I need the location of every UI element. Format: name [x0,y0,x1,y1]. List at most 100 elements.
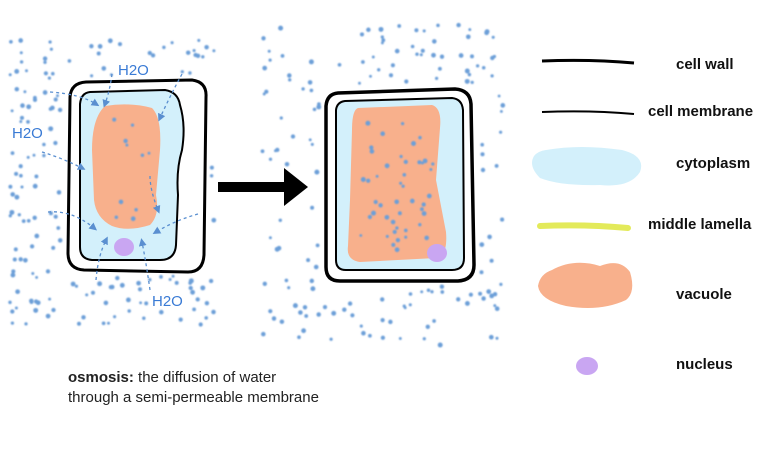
water-molecule-dot [342,307,347,312]
water-molecule-dot [486,289,492,294]
cell-after-osmosis [324,87,476,283]
water-molecule-dot [331,310,337,316]
water-molecule-dot [422,29,426,33]
water-molecule-dot [211,309,216,315]
water-molecule-dot [380,41,384,45]
water-molecule-dot [204,44,209,50]
water-molecule-dot [430,290,434,294]
water-molecule-dot [34,174,39,179]
water-molecule-dot [400,121,405,126]
vacuole-left [92,104,161,229]
water-molecule-dot [171,274,175,278]
water-molecule-dot [475,64,480,68]
water-molecule-dot [119,282,125,288]
water-molecule-dot [198,322,203,327]
water-molecule-dot [322,305,328,310]
water-molecule-dot [204,301,210,306]
water-molecule-dot [115,275,120,281]
water-molecule-dot [278,25,284,31]
nucleus-right [427,244,447,262]
water-molecule-dot [394,48,400,54]
water-molecule-dot [284,278,289,283]
dashed-arrow-icon [102,73,113,108]
water-molecule-dot [499,282,503,286]
water-molecule-dot [420,207,424,212]
legend-swatch-nucleus [576,357,598,375]
water-molecule-dot [67,59,72,63]
water-molecule-dot [437,342,443,348]
cell-before-osmosis [41,73,208,291]
water-molecule-dot [369,74,372,78]
water-molecule-dot [185,50,191,55]
water-molecule-dot [422,158,428,164]
water-molecule-dot [101,66,107,71]
water-molecule-dot [431,162,435,166]
water-molecule-dot [358,81,361,85]
water-molecule-dot [292,303,298,309]
water-molecule-dot [375,174,379,178]
water-molecule-dot [481,66,486,70]
water-molecule-dot [297,335,301,340]
water-molecule-dot [317,102,321,106]
water-molecule-dot [43,60,47,64]
water-molecule-dot [490,55,495,61]
water-molecule-dot [17,213,21,217]
water-molecule-dot [195,53,201,59]
water-molecule-dot [90,74,94,78]
water-molecule-dot [399,154,403,159]
water-molecule-dot [306,258,311,263]
water-molecule-dot [287,286,291,290]
water-molecule-dot [97,281,103,287]
h2o-label-bottom: H2O [152,293,183,310]
water-molecule-dot [500,217,505,222]
water-molecule-dot [434,76,439,81]
water-molecule-dot [96,51,101,56]
water-molecule-dot [489,258,494,263]
water-molecule-dot [274,246,280,252]
water-molecule-dot [11,269,16,274]
water-molecule-dot [268,157,273,161]
water-molecule-dot [359,32,365,37]
water-molecule-dot [134,208,138,212]
water-molecule-dot [113,315,117,319]
water-molecule-dot [388,73,394,78]
water-molecule-dot [371,55,375,59]
water-molecule-dot [23,257,28,263]
water-molecule-dot [347,301,353,306]
water-molecule-dot [268,58,272,62]
water-molecule-dot [495,336,499,340]
water-molecule-dot [10,109,14,113]
water-molecule-dot [468,292,473,297]
water-molecule-dot [402,172,407,177]
water-molecule-dot [359,324,363,328]
water-molecule-dot [18,38,24,43]
water-molecule-dot [380,335,386,340]
water-molecule-dot [418,135,422,140]
water-molecule-dot [489,293,495,299]
water-molecule-dot [307,80,313,85]
water-molecule-dot [280,54,285,58]
legend-swatch-middle-lamella [537,222,631,231]
water-molecule-dot [19,120,23,124]
water-molecule-dot [394,199,400,205]
water-molecule-dot [74,284,79,288]
water-molecule-dot [397,24,402,28]
water-molecule-dot [467,72,472,77]
legend-label-cell-wall: cell wall [676,56,734,73]
water-molecule-dot [209,165,214,170]
water-molecule-dot [114,215,119,219]
water-molecule-dot [90,290,96,295]
water-molecule-dot [313,264,319,270]
water-molecule-dot [48,40,52,44]
water-molecule-dot [159,275,163,279]
water-molecule-dot [279,116,283,120]
water-molecule-dot [470,54,474,59]
water-molecule-dot [380,35,384,39]
legend-label-vacuole: vacuole [676,286,732,303]
water-molecule-dot [8,73,12,77]
water-molecule-dot [378,26,384,32]
water-molecule-dot [429,167,433,172]
water-molecule-dot [118,199,124,205]
water-molecule-dot [19,173,23,178]
water-molecule-dot [410,44,415,49]
